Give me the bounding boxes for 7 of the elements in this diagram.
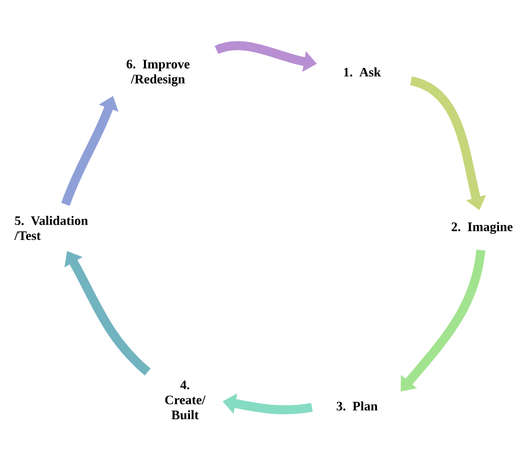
step-label: 4. Create/ Built (165, 380, 206, 420)
step-label: 1. Ask (344, 67, 381, 77)
curved-arrow (400, 249, 486, 392)
step-label: 2. Imagine (452, 222, 513, 234)
step-label: 3. Plan (336, 401, 378, 411)
step-label: 6. Improve /Redesign (126, 60, 190, 86)
step-label: 5. Validation /Test (14, 216, 88, 240)
